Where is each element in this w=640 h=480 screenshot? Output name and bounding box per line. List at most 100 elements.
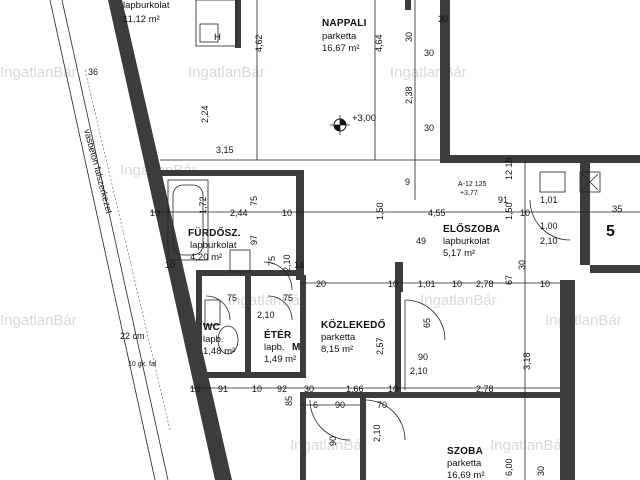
wall-unit5-bottom	[590, 265, 640, 273]
nappali-floor: parketta	[322, 31, 357, 42]
dim-1-00: 1,00	[540, 221, 558, 231]
wall-wc-bottom	[196, 372, 306, 378]
dim-70: 70	[377, 400, 387, 410]
kozlekedo-area: 8,15 m²	[321, 344, 353, 355]
dim-12-18: 12 18	[504, 157, 514, 180]
dim-2-78-a: 2,78	[476, 279, 494, 289]
sink-box	[199, 23, 219, 43]
slanted-line-outer	[49, 0, 156, 480]
eter-title: ÉTÉR	[264, 328, 292, 341]
dim-4-55: 4,55	[428, 208, 446, 218]
meter-box	[539, 171, 566, 193]
unit-number: 5	[606, 223, 615, 240]
dim-90-a: 90	[418, 352, 428, 362]
dim-75-d: 75	[283, 293, 293, 303]
wall-bath-bottom	[196, 270, 301, 276]
doors	[205, 199, 571, 441]
dim-30-d: 30	[424, 123, 434, 133]
szoba-area: 16,69 m²	[447, 470, 485, 480]
watermark-8: IngatlanBár	[545, 312, 622, 329]
dim-49: 49	[416, 236, 426, 246]
sink-label: H	[214, 32, 221, 43]
wall-szoba-top	[300, 392, 560, 398]
level-marker-q1	[340, 119, 346, 125]
wall-entry-top	[440, 155, 640, 163]
dim-92: 92	[277, 384, 287, 394]
watermark-3: IngatlanBár	[390, 64, 467, 81]
door-entry-swing	[529, 199, 571, 241]
wall-corridor-stub	[395, 262, 403, 292]
dim-9: 9	[405, 177, 410, 187]
furdo-floor: lapburkolat	[190, 240, 237, 251]
dim-30-e: 30	[517, 260, 527, 270]
dim-2-38: 2,38	[404, 86, 414, 104]
furdo-title: FÜRDŐSZ.	[188, 226, 241, 239]
dim-2-10-d: 2,10	[410, 366, 428, 376]
dim-1-50-b: 1,50	[504, 202, 514, 220]
kozlekedo-floor: parketta	[321, 332, 356, 343]
wall-lower-left	[300, 398, 306, 480]
dim-10-j: 10	[388, 384, 398, 394]
szoba-title: SZOBA	[447, 446, 483, 457]
wall-top-stub	[405, 0, 411, 10]
nappali-title: NAPPALI	[322, 18, 367, 29]
dim-3-15: 3,15	[216, 145, 234, 155]
dim-90-b: 90	[335, 400, 345, 410]
dim-4-62: 4,62	[254, 34, 264, 52]
eloszoba-area: 5,17 m²	[443, 248, 475, 259]
dim-10-a: 10	[150, 208, 160, 218]
door-eter-swing	[267, 295, 293, 321]
wall-wc-left	[196, 270, 202, 380]
wall-bath-top	[160, 170, 300, 176]
watermark-1: IngatlanBár	[0, 64, 77, 81]
wall-bath-right	[296, 170, 304, 280]
dim-65: 65	[422, 318, 432, 328]
dim-91: 91	[498, 195, 508, 205]
dim-2-10-b: 2,10	[282, 254, 292, 272]
dim-1-01: 1,01	[540, 195, 558, 205]
nappali-area: 16,67 m²	[322, 43, 360, 54]
dim-1-72: 1,72	[198, 196, 208, 214]
eter-area: 1,49 m²	[264, 354, 296, 365]
slanted-line-inner	[61, 0, 169, 480]
dim-2-57: 2,57	[375, 337, 385, 355]
wall-note-2: 22 cm	[120, 331, 145, 341]
wall-topleft-right	[235, 0, 241, 48]
walls	[160, 0, 640, 480]
door-bath-swing	[263, 261, 293, 291]
wall-szoba-left	[360, 398, 366, 480]
dim-85: 85	[284, 396, 294, 406]
watermark-7: IngatlanBár	[0, 312, 77, 329]
szoba-floor: parketta	[447, 458, 482, 469]
bathtub-inner	[172, 184, 204, 256]
dim-2-44: 2,44	[230, 208, 248, 218]
dim-2-24: 2,24	[200, 105, 210, 123]
dim-3-18: 3,18	[522, 352, 532, 370]
meter-label: M	[292, 342, 301, 353]
dim-97: 97	[249, 235, 259, 245]
door-szoba-swing	[364, 399, 406, 441]
unit-number-partial: 35	[612, 204, 623, 215]
shaft-x2	[581, 173, 599, 191]
level-marker-q2	[334, 125, 340, 131]
wall-eter-right	[300, 275, 306, 375]
toilet-bowl	[217, 325, 239, 355]
topleft-floor: lapburkolat	[123, 0, 170, 11]
wc-floor: lapb.	[203, 334, 224, 345]
dimension-texts: 2,24 3,15 4,62 4,64 30 30 30 2,38 30 12 …	[150, 14, 558, 476]
door-tag-1: A-12 125	[458, 181, 487, 188]
eter-floor: lapb.	[264, 342, 285, 353]
dim-2-10-e: 2,10	[372, 424, 382, 442]
dim-10-e: 10	[388, 279, 398, 289]
dim-36: 36	[88, 67, 98, 77]
dim-10-i: 10	[252, 384, 262, 394]
watermark-2: IngatlanBár	[188, 64, 265, 81]
dim-30-b: 30	[424, 48, 434, 58]
dim-91-b: 91	[218, 384, 228, 394]
eloszoba-floor: lapburkolat	[443, 236, 490, 247]
topleft-area: 11,12 m²	[123, 14, 160, 25]
dim-30-c: 30	[438, 14, 448, 24]
dim-30-a: 30	[404, 32, 414, 42]
wall-szoba-right	[560, 280, 575, 480]
room-labels: lapburkolat 11,12 m² NAPPALI parketta 16…	[123, 0, 500, 480]
